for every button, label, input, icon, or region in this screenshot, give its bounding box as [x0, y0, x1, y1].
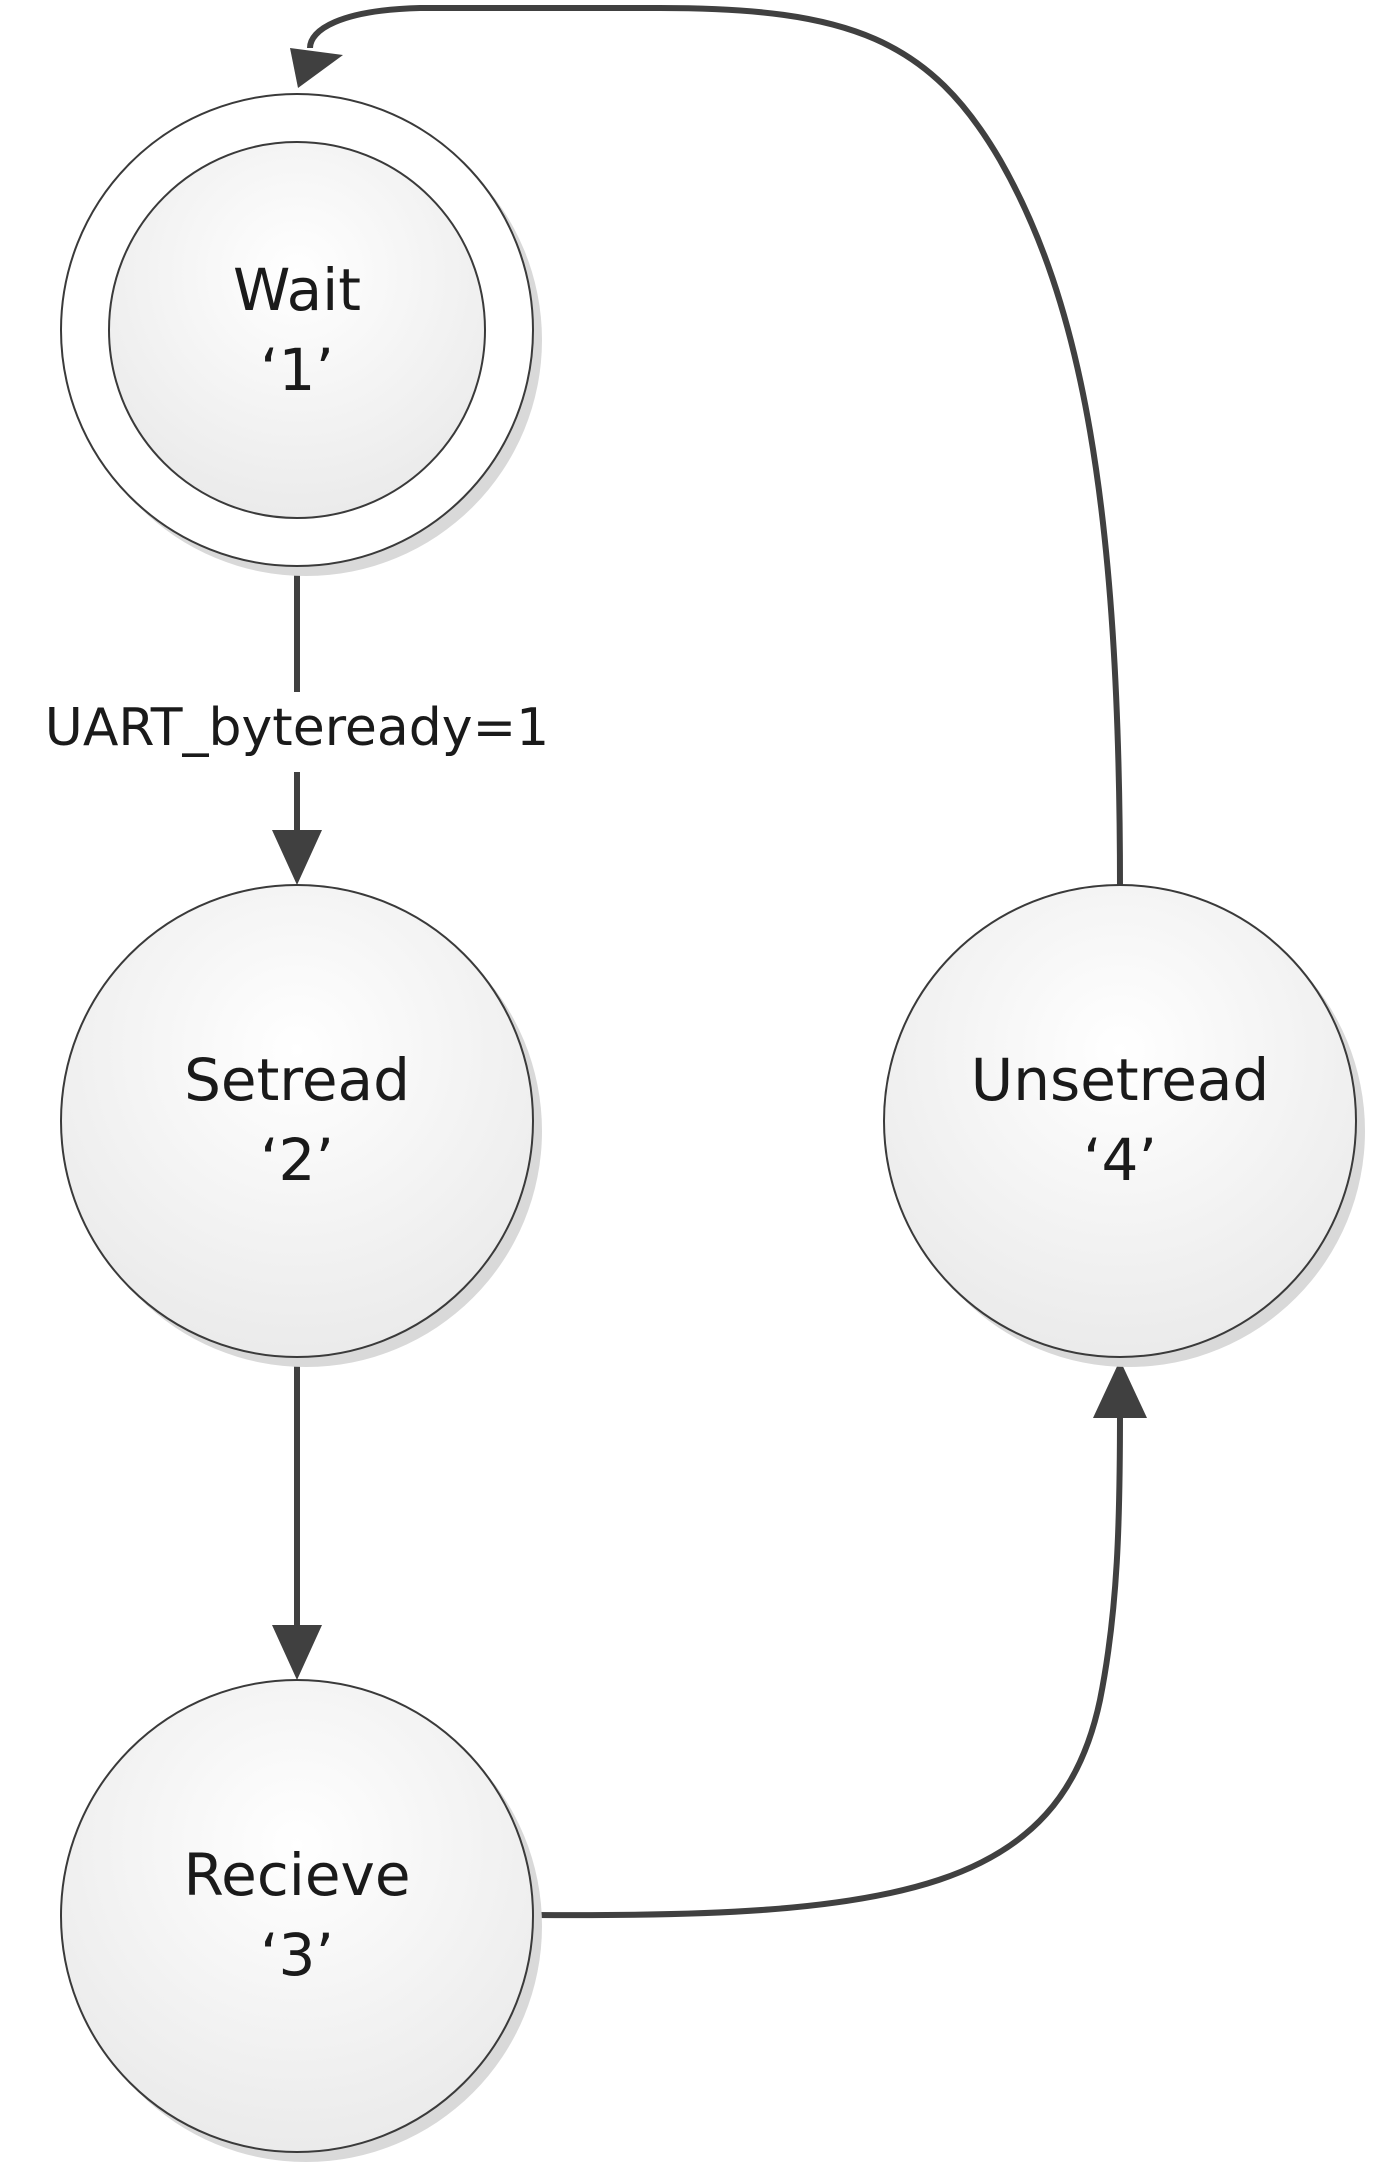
state-setread: Setread ‘2’: [60, 884, 542, 1367]
arrowhead-to-wait: [290, 48, 343, 88]
arrowheads: [272, 48, 1147, 1680]
state-setread-name: Setread: [184, 1046, 410, 1114]
state-setread-code: ‘2’: [260, 1126, 334, 1194]
transition-recieve-to-unsetread: [531, 1409, 1123, 1919]
transition-unsetread-to-wait: [307, 5, 1123, 889]
state-recieve-name: Recieve: [183, 1841, 410, 1909]
state-wait-code: ‘1’: [260, 336, 334, 404]
state-unsetread-code: ‘4’: [1083, 1126, 1157, 1194]
state-recieve: Recieve ‘3’: [60, 1679, 542, 2162]
transition-label: UART_byteready=1: [45, 698, 549, 758]
arrowhead-to-setread: [272, 830, 322, 885]
state-wait-name: Wait: [233, 256, 361, 324]
state-recieve-code: ‘3’: [260, 1921, 334, 1989]
state-unsetread-name: Unsetread: [971, 1046, 1269, 1114]
state-wait: Wait ‘1’: [60, 93, 542, 576]
arrowhead-to-recieve: [272, 1625, 322, 1680]
edge-label-group: UART_byteready=1: [30, 692, 560, 772]
transitions: [294, 5, 1123, 1919]
state-unsetread: Unsetread ‘4’: [883, 884, 1365, 1367]
arrowhead-to-unsetread: [1093, 1360, 1147, 1418]
